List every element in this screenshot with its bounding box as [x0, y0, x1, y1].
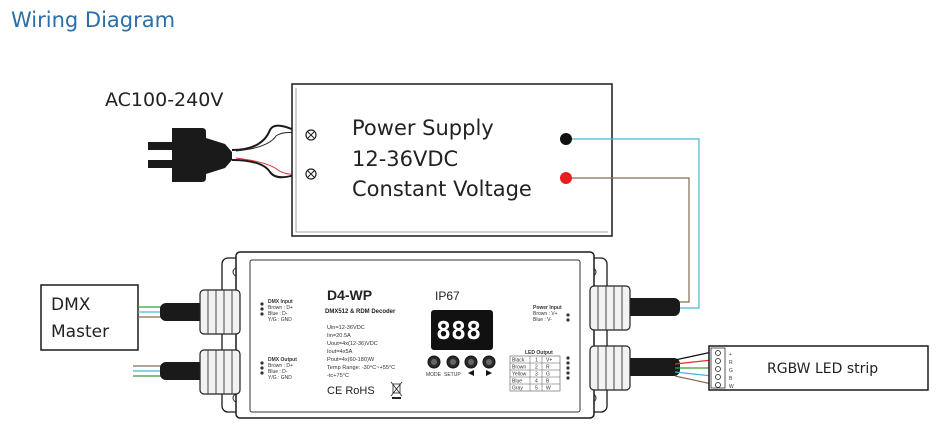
ac-input-label: AC100-240V [105, 89, 223, 111]
segment-display: 888 [431, 310, 493, 350]
led-row-ch: R [546, 365, 550, 371]
led-row-color: Brown [512, 365, 526, 371]
decoder-model: D4-WP [327, 287, 372, 303]
led-row-ch: G [546, 372, 550, 378]
led-row-color: Yellow [512, 372, 527, 378]
setup-button[interactable] [446, 355, 460, 369]
dmx-input-line: Brown : D+ [268, 305, 293, 311]
screw-terminal-icon [305, 168, 317, 180]
led-output-title: LED Output [525, 350, 553, 356]
left-button[interactable] [464, 355, 478, 369]
spec-line: Uin=12-36VDC [327, 325, 365, 331]
led-strip-label: RGBW LED strip [767, 361, 878, 377]
decoder-subtitle: DMX512 & RDM Decoder [325, 309, 396, 315]
cable-gland-left-bottom [199, 349, 241, 395]
led-row-color: Blue [512, 379, 522, 385]
spec-line: -tc+75°C [327, 373, 349, 379]
mode-button[interactable] [427, 355, 441, 369]
power-input-title: Power Input [533, 305, 562, 311]
dmx-output-line: Brown : D+ [268, 363, 293, 369]
right-button[interactable] [482, 355, 496, 369]
led-row-num: 1 [535, 358, 538, 364]
led-row-color: Black [512, 358, 525, 364]
right-arrow-icon [486, 370, 492, 376]
power-supply: Power Supply 12-36VDC Constant Voltage [291, 83, 613, 237]
decoder-d4-wp: D4-WP IP67 DMX512 & RDM Decoder Uin=12-3… [199, 251, 631, 419]
dmx-input-line: Blue : D- [268, 311, 288, 317]
decoder-rating: IP67 [435, 289, 460, 303]
dc-positive-terminal [560, 172, 572, 184]
strip-pin-label: + [729, 352, 732, 358]
psu-voltage: 12-36VDC [352, 147, 458, 171]
strip-pin-label: B [729, 376, 733, 382]
spec-line: Pout=4x(60-180)W [327, 357, 375, 363]
dmx-master: DMX Master [40, 284, 139, 351]
dmx-output-line: Blue : D- [268, 369, 288, 375]
spec-line: Uout=4x(12-36)VDC [327, 341, 378, 347]
rgbw-led-strip: + R G B W RGBW LED strip [708, 345, 929, 391]
display-digits: 888 [436, 316, 481, 345]
dmx-master-line2: Master [51, 322, 109, 342]
cable-gland-right-top [589, 285, 631, 331]
cert-marks: CE RoHS [327, 385, 375, 397]
psu-mode: Constant Voltage [352, 177, 532, 201]
psu-title: Power Supply [352, 116, 494, 140]
left-arrow-icon [468, 370, 474, 376]
cable-gland-right-bottom [589, 345, 631, 391]
dmx-master-line1: DMX [51, 295, 91, 315]
dmx-input-line: Y/G : GND [268, 317, 292, 323]
dmx-input-title: DMX Input [268, 299, 293, 305]
dmx-output-title: DMX Output [268, 357, 297, 363]
led-output-wires [674, 351, 713, 385]
page-title: Wiring Diagram [11, 8, 175, 32]
spec-line: Iout=4x5A [327, 349, 353, 355]
strip-pin-label: G [729, 368, 733, 374]
led-row-ch: B [546, 379, 550, 385]
weee-bin-icon [390, 381, 403, 399]
led-row-ch: W [546, 386, 551, 392]
power-input-line: Brown : V+ [533, 311, 558, 317]
strip-pin-label: W [729, 384, 734, 390]
led-row-num: 4 [535, 379, 538, 385]
spec-line: Temp Range: -30°C~+55°C [327, 365, 395, 371]
screw-terminal-icon [305, 129, 317, 141]
led-row-num: 5 [535, 386, 538, 392]
power-input-line: Blue : V- [533, 317, 552, 323]
dc-negative-terminal [560, 133, 572, 145]
mode-label: MODE [426, 372, 442, 378]
cable-gland-left-top [199, 289, 241, 335]
led-row-ch: V+ [546, 358, 552, 364]
power-plug-icon [148, 124, 301, 182]
led-row-color: Gray [512, 386, 523, 392]
led-output-table: LED Output Black 1 V+ Brown 2 R Yellow 3… [509, 350, 561, 392]
dmx-output-line: Y/G : GND [268, 375, 292, 381]
led-row-num: 3 [535, 372, 538, 378]
led-terminal-dots [260, 302, 570, 380]
spec-line: Iin=20.5A [327, 333, 351, 339]
strip-pin-label: R [729, 360, 733, 366]
setup-label: SETUP [444, 372, 461, 378]
led-row-num: 2 [535, 365, 538, 371]
